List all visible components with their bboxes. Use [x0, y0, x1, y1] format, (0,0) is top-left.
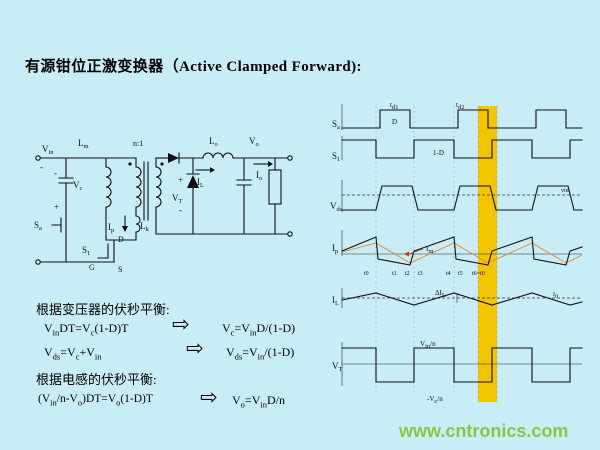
label-im: Im: [426, 245, 433, 255]
guide-lines: [341, 104, 498, 402]
equation-2-right: Vds=Vin/(1-D): [226, 345, 295, 362]
transformer-balance-title: 根据变压器的伏秒平衡:: [36, 302, 170, 317]
row-label-vds: Vds: [330, 201, 343, 213]
implies-arrow-icon: ⇨: [186, 336, 204, 360]
label-vc-plus: +: [54, 202, 59, 212]
sa-waveform: [341, 109, 583, 129]
ip-waveform: [341, 236, 583, 266]
equation-2-left: Vds=Vc+Vin: [44, 345, 102, 362]
label-il: IL: [197, 177, 204, 189]
title-english: Active Clamped Forward):: [179, 59, 362, 75]
label-neg-vc-over-n: -Vc/n: [427, 395, 443, 405]
freewheel-diode-icon: [187, 175, 199, 188]
label-vin-level: vin: [561, 188, 569, 194]
tick-t2: t2: [405, 271, 410, 277]
vds-waveform: [341, 185, 583, 211]
tick-t1: t1: [392, 271, 397, 277]
label-vt: VT: [172, 193, 183, 205]
row-label-il: IL: [332, 295, 339, 307]
label-vt-plus: +: [178, 175, 183, 185]
row-label-vt: VT: [332, 361, 343, 373]
label-lm: Lm: [78, 138, 89, 150]
label-vc: Vc: [73, 180, 83, 192]
label-vt-minus: -: [179, 205, 182, 215]
label-vc-minus: -: [54, 168, 57, 178]
equation-3-left: (Vin/n-Vo)DT=Vo(1-D)T: [38, 393, 153, 408]
implies-arrow-icon: ⇨: [200, 385, 218, 409]
row-label-s1: S1: [332, 151, 340, 163]
label-lo: Lo: [209, 136, 218, 148]
row-label-sa: Sa: [332, 119, 340, 131]
vt-waveform: [341, 347, 583, 383]
label-td2: td2: [456, 101, 464, 111]
tick-t5: t5: [458, 271, 463, 277]
label-io: Io: [256, 170, 262, 182]
inductor-balance-title: 根据电感的伏秒平衡:: [36, 372, 157, 387]
label-vin: Vin: [42, 144, 54, 156]
equation-1-left: VinDT=Vc(1-D)T: [44, 321, 129, 338]
terminals: [35, 155, 293, 265]
watermark: www.cntronics.com: [399, 421, 569, 441]
current-arrows: [122, 161, 273, 232]
label-sa: Sa: [34, 220, 42, 232]
equation-3-right: Vo=VinD/n: [232, 393, 285, 410]
il-waveform: [341, 292, 583, 306]
forward-diode-icon: [168, 152, 180, 164]
label-td1: td1: [390, 101, 398, 111]
s1-waveform: [341, 139, 583, 159]
label-s1: S1: [82, 245, 90, 257]
equation-1-right: Vc=VinD/(1-D): [222, 321, 296, 338]
label-vin-minus: -: [40, 162, 43, 172]
label-lk: Lk: [140, 221, 150, 233]
tick-t0: t0: [364, 271, 369, 277]
tick-t6: t6=t0: [472, 271, 485, 277]
circuit-wires: [37, 152, 291, 263]
polarity-dots: [128, 162, 164, 166]
label-turns-ratio: n:1: [133, 139, 143, 148]
tick-t3: t3: [418, 271, 423, 277]
label-delta-il: ΔIL: [435, 289, 446, 299]
label-pin-g: G: [89, 263, 95, 272]
label-vo: Vo: [249, 136, 259, 148]
label-io-level: Io: [553, 292, 558, 300]
label-ip: Ip: [108, 222, 114, 234]
label-duty-d: D: [392, 118, 397, 126]
title-chinese: 有源钳位正激变换器（: [25, 59, 180, 75]
label-pin-s: S: [118, 265, 122, 274]
tick-t4: t4: [446, 271, 451, 277]
label-vin-over-n: Vin/n: [420, 340, 436, 350]
circuit-diagram: Vin - Lm n:1 Lo Vo Io Vc - + Sa Ip Lk S1…: [34, 136, 293, 274]
label-pin-d: D: [118, 235, 124, 244]
timing-diagram: td1 td2 Sa S1 Vds Ip IL VT D 1-D vin Im …: [330, 101, 583, 405]
row-label-ip: Ip: [332, 243, 338, 255]
implies-arrow-icon: ⇨: [172, 312, 190, 336]
label-one-minus-d: 1-D: [433, 149, 444, 157]
page-title: 有源钳位正激变换器（Active Clamped Forward):: [25, 55, 362, 76]
